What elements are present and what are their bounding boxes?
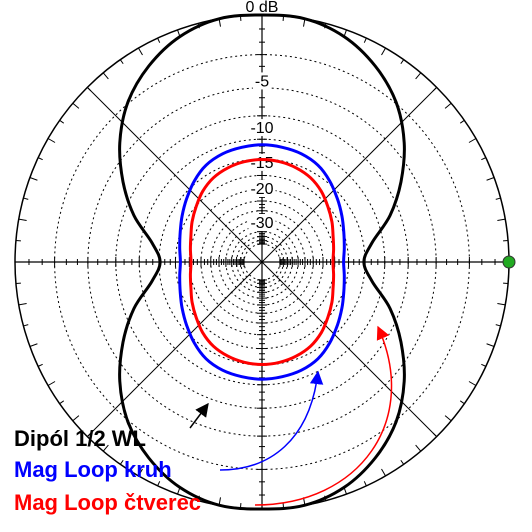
- angle-tick: [432, 86, 438, 92]
- angle-tick: [468, 138, 477, 143]
- angle-tick: [119, 459, 124, 465]
- series-line-1: [118, 13, 406, 511]
- angle-tick: [363, 481, 367, 487]
- angle-tick: [37, 157, 43, 161]
- legend-arrow-ctverec: [254, 325, 393, 506]
- legend-label-ctverec: Mag Loop čtverec: [14, 490, 201, 515]
- angle-tick: [497, 218, 506, 221]
- angle-tick: [29, 343, 38, 347]
- angle-tick: [444, 415, 452, 422]
- angle-tick: [481, 363, 487, 367]
- angle-tick: [459, 119, 465, 124]
- zero-degree-marker: [502, 255, 516, 269]
- angle-tick: [157, 37, 161, 43]
- radial-label: -10: [250, 120, 273, 137]
- series-curves: [118, 13, 406, 511]
- angle-tick: [23, 197, 29, 200]
- legend-label-kruh: Mag Loop kruh: [14, 457, 172, 482]
- outer-ticks: [14, 14, 510, 510]
- angle-tick: [29, 177, 38, 181]
- angle-tick: [47, 138, 56, 143]
- radial-label-bg: [248, 119, 276, 137]
- angle-tick: [72, 415, 80, 422]
- radial-label: -15: [250, 155, 273, 172]
- series-line-2: [178, 143, 346, 381]
- angle-tick: [400, 59, 405, 65]
- angle-tick: [459, 400, 465, 405]
- angle-tick: [86, 86, 92, 92]
- angle-tick: [495, 324, 501, 327]
- radial-label: 0 dB: [246, 0, 279, 16]
- angle-tick: [497, 303, 506, 306]
- angle-tick: [381, 468, 386, 477]
- legend-arrow-dipol: [189, 402, 209, 429]
- angle-tick: [468, 381, 477, 386]
- angle-tick: [486, 343, 495, 347]
- angle-tick: [102, 72, 109, 80]
- angle-tick: [102, 444, 109, 452]
- angle-tick: [23, 324, 29, 327]
- angle-tick: [415, 444, 422, 452]
- angle-tick: [363, 37, 367, 43]
- angle-tick: [18, 218, 27, 221]
- angle-tick: [481, 157, 487, 161]
- angle-tick: [138, 468, 143, 477]
- angle-tick: [381, 47, 386, 56]
- radial-label-bg: [248, 213, 276, 231]
- angle-tick: [59, 119, 65, 124]
- series-line-3: [188, 158, 336, 366]
- angle-tick: [18, 303, 27, 306]
- angle-tick: [486, 177, 495, 181]
- angle-tick: [138, 47, 143, 56]
- angle-tick: [72, 102, 80, 109]
- radial-label: -20: [250, 181, 273, 198]
- angle-tick: [415, 72, 422, 80]
- legend-arrow-kruh: [219, 370, 324, 471]
- angle-tick: [400, 459, 405, 465]
- radial-label: -5: [255, 73, 269, 90]
- angle-tick: [86, 432, 92, 438]
- radial-label-bg: [252, 72, 272, 90]
- angle-tick: [37, 363, 43, 367]
- radial-label: -30: [250, 215, 273, 232]
- angle-tick: [495, 197, 501, 200]
- legend-label-dipol: Dipól 1/2 WL: [14, 426, 146, 451]
- angle-tick: [157, 481, 161, 487]
- angle-tick: [119, 59, 124, 65]
- angle-tick: [432, 432, 438, 438]
- radial-label-bg: [248, 179, 276, 197]
- radial-label-bg: [243, 0, 281, 15]
- angle-tick: [59, 400, 65, 405]
- radial-label-bg: [248, 153, 276, 171]
- radial-labels: 0 dB -5 -10 -15 -20 -30: [243, 0, 281, 232]
- angle-tick: [47, 381, 56, 386]
- angle-tick: [444, 102, 452, 109]
- legend: Dipól 1/2 WL Mag Loop kruh Mag Loop čtve…: [14, 325, 393, 515]
